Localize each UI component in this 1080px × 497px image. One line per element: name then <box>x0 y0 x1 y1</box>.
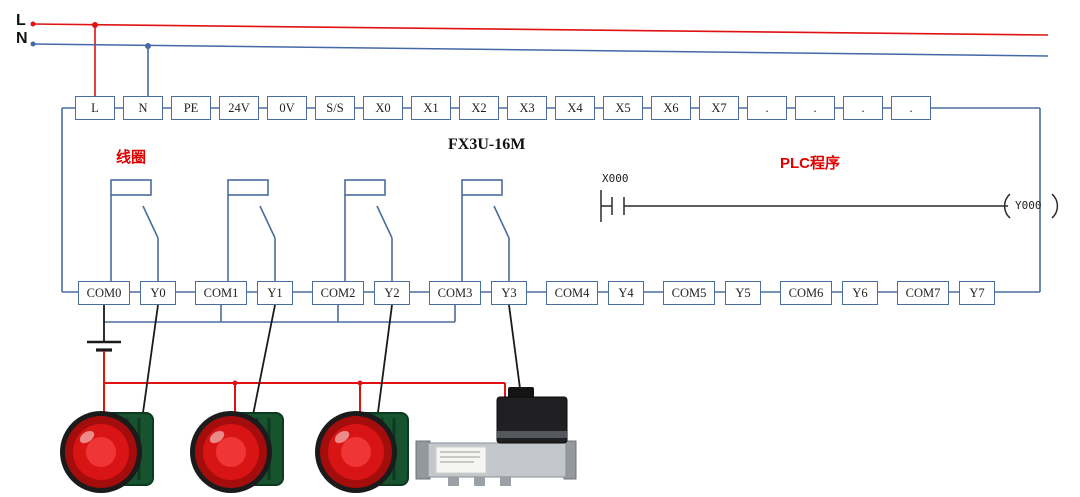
coil-annotation: 线圈 <box>116 149 147 166</box>
relay-3 <box>344 179 393 281</box>
solenoid-valve <box>415 387 577 486</box>
terminal-y3: Y3 <box>491 281 527 305</box>
terminal-y2: Y2 <box>374 281 410 305</box>
program-annotation: PLC程序 <box>780 155 841 172</box>
terminal-x4: X4 <box>555 96 595 120</box>
load-power-bus <box>103 351 506 416</box>
terminal-x6: X6 <box>651 96 691 120</box>
com-bus <box>104 305 456 323</box>
terminal-ss: S/S <box>315 96 355 120</box>
terminal-y4: Y4 <box>608 281 644 305</box>
relay-1 <box>110 179 159 281</box>
terminal-x1: X1 <box>411 96 451 120</box>
terminal-com7: COM7 <box>897 281 949 305</box>
relay-coil-icon <box>227 179 269 196</box>
live-wire <box>30 21 1049 97</box>
relay-2 <box>227 179 276 281</box>
terminal-spare-4: . <box>891 96 931 120</box>
terminal-0v: 0V <box>267 96 307 120</box>
terminal-x2: X2 <box>459 96 499 120</box>
terminal-spare-3: . <box>843 96 883 120</box>
ladder-coil-label: Y000 <box>1015 199 1042 212</box>
terminal-spare-2: . <box>795 96 835 120</box>
terminal-spare-1: . <box>747 96 787 120</box>
terminal-y5: Y5 <box>725 281 761 305</box>
terminal-com6: COM6 <box>780 281 832 305</box>
terminal-24v: 24V <box>219 96 259 120</box>
solenoid-connector <box>508 387 534 399</box>
terminal-x0: X0 <box>363 96 403 120</box>
ladder-rung <box>600 190 1059 222</box>
relay-coil-icon <box>110 179 152 196</box>
plc-model-label: FX3U-16M <box>448 136 526 153</box>
relay-coil-icon <box>461 179 503 196</box>
terminal-y0: Y0 <box>140 281 176 305</box>
terminal-com2: COM2 <box>312 281 364 305</box>
relay-coil-icon <box>344 179 386 196</box>
terminal-y1: Y1 <box>257 281 293 305</box>
neutral-wire <box>30 41 1049 97</box>
terminal-com4: COM4 <box>546 281 598 305</box>
terminal-com3: COM3 <box>429 281 481 305</box>
terminal-x5: X5 <box>603 96 643 120</box>
valve-label <box>435 446 487 474</box>
terminal-pe: PE <box>171 96 211 120</box>
terminal-n: N <box>123 96 163 120</box>
relay-4 <box>461 179 510 281</box>
terminal-y7: Y7 <box>959 281 995 305</box>
battery-symbol <box>87 305 121 352</box>
pilot-lamp-3 <box>315 411 409 493</box>
plc-outline <box>61 107 1041 293</box>
terminal-x3: X3 <box>507 96 547 120</box>
pilot-lamp-1 <box>60 411 154 493</box>
terminal-y6: Y6 <box>842 281 878 305</box>
terminal-x7: X7 <box>699 96 739 120</box>
output-wires <box>141 304 522 421</box>
terminal-com5: COM5 <box>663 281 715 305</box>
neutral-label: N <box>16 30 28 47</box>
ladder-coil-icon <box>1003 193 1011 219</box>
terminal-com0: COM0 <box>78 281 130 305</box>
ladder-contact-label: X000 <box>602 172 629 185</box>
pilot-lamp-2 <box>190 411 284 493</box>
terminal-com1: COM1 <box>195 281 247 305</box>
terminal-l: L <box>75 96 115 120</box>
line-label: L <box>16 12 26 29</box>
